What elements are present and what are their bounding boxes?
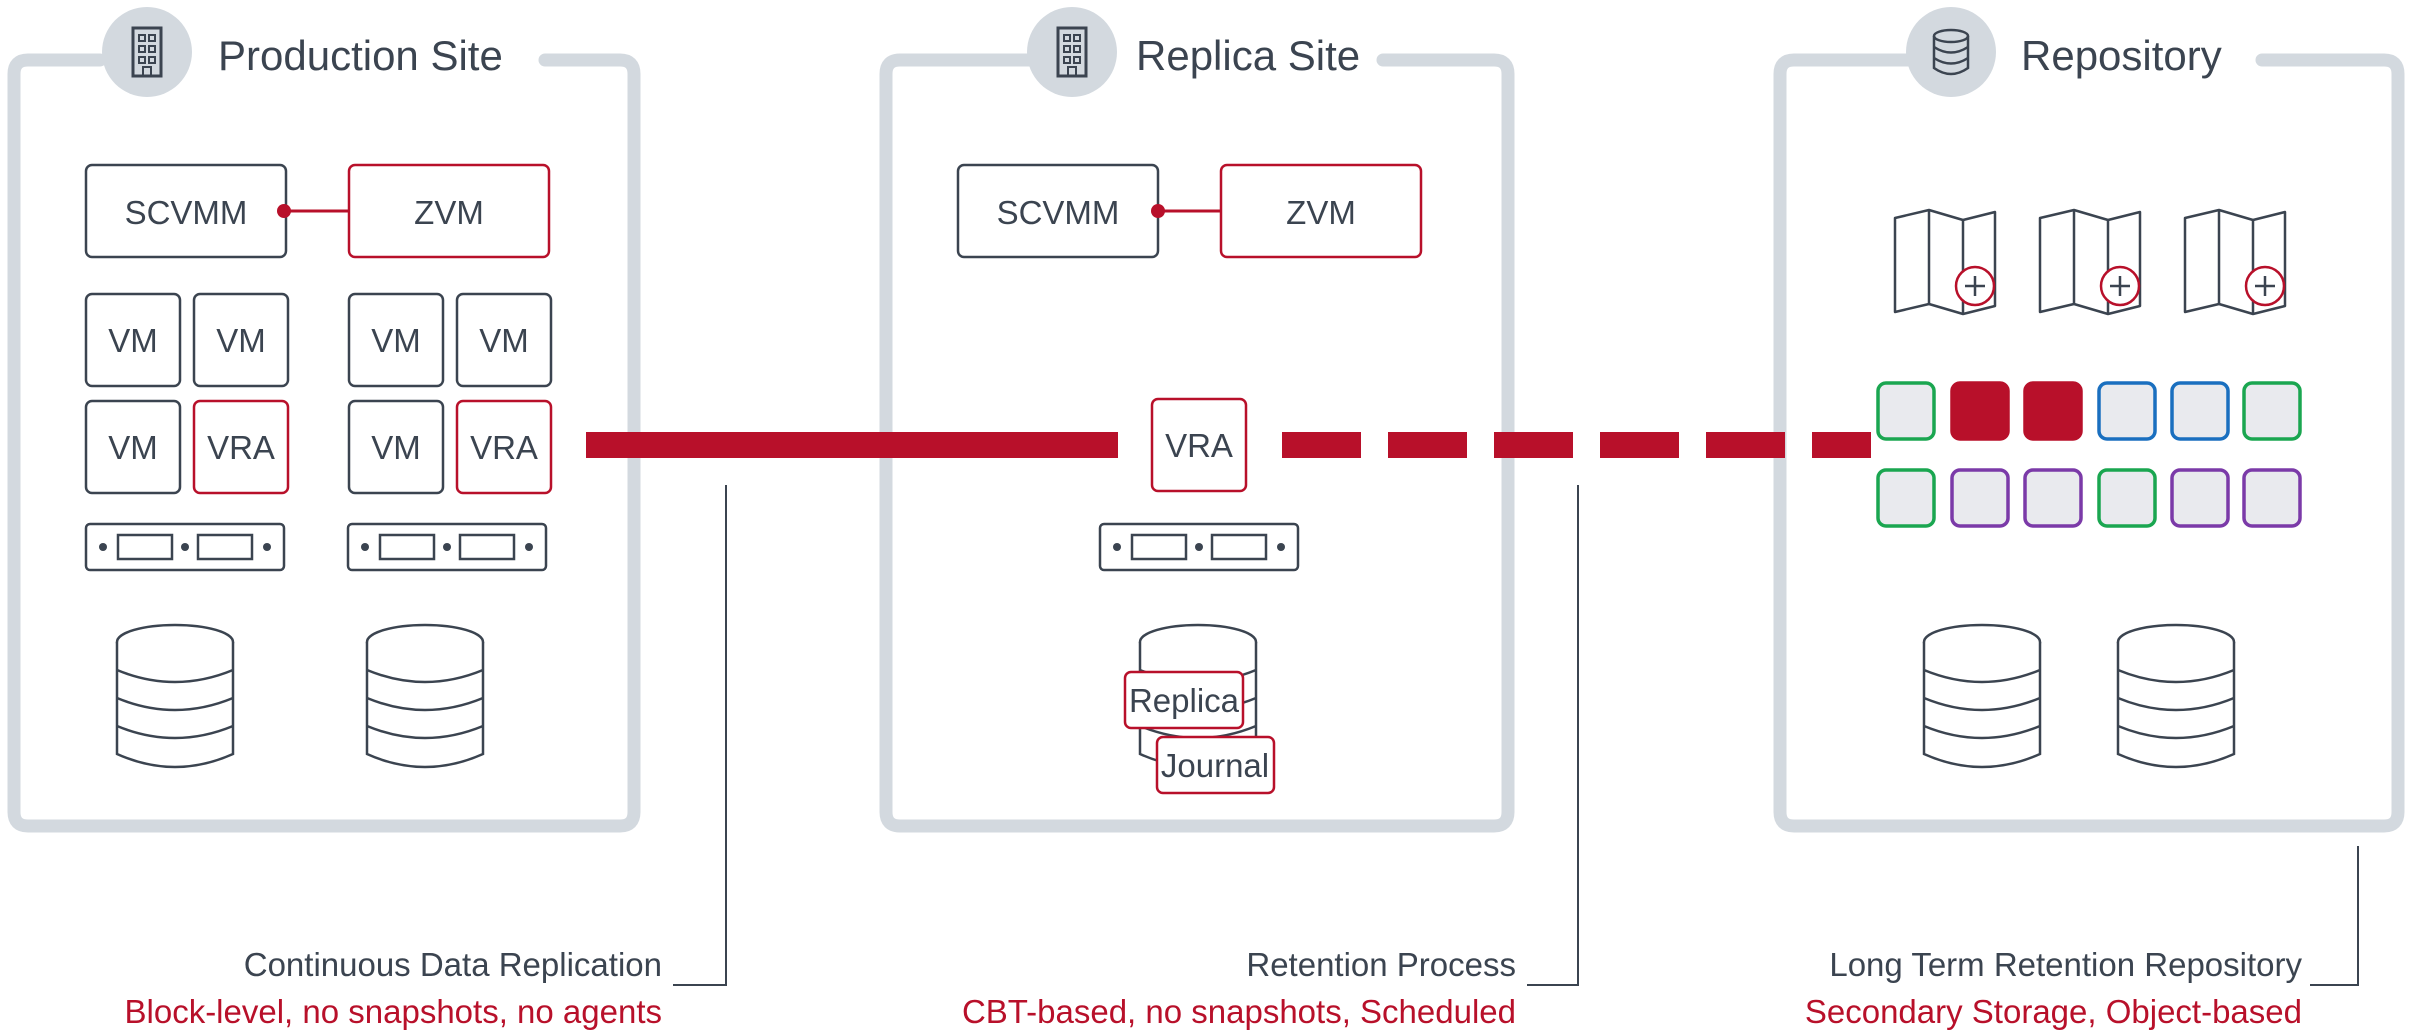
data-block [1950, 381, 2010, 441]
vm-label: VM [371, 322, 421, 359]
cdr-title: Continuous Data Replication [244, 946, 662, 983]
map-plus-icon [2038, 208, 2142, 316]
vra-box [192, 399, 290, 495]
zvm-label: ZVM [414, 194, 484, 231]
journal-tag [1155, 735, 1276, 795]
connector-dot [277, 204, 291, 218]
repository-frame [1773, 53, 2405, 833]
building-icon [1027, 7, 1117, 97]
data-block [1876, 468, 1936, 528]
retention-leader-line [1527, 485, 1579, 986]
data-block [2170, 381, 2230, 441]
building-icon [102, 7, 192, 97]
cdr-subtitle: Block-level, no snapshots, no agents [125, 993, 663, 1030]
cdr-leader-line [673, 485, 727, 986]
data-block [1876, 381, 1936, 441]
vm-label: VM [479, 322, 529, 359]
vm-box [84, 399, 182, 495]
replica-site-title: Replica Site [1136, 32, 1360, 79]
data-block [2097, 381, 2157, 441]
storage-icon [365, 623, 485, 769]
storage-icon [2116, 623, 2236, 769]
data-block [2097, 468, 2157, 528]
zvm-box [347, 163, 551, 259]
vra-box [455, 399, 553, 495]
storage-icon [115, 623, 235, 769]
vm-box [192, 292, 290, 388]
production-site-title: Production Site [218, 32, 503, 79]
vm-label: VM [108, 429, 158, 466]
retention-dashed-line [1282, 432, 1871, 458]
data-block [1950, 468, 2010, 528]
vra-label: VRA [207, 429, 275, 466]
ltr-leader-line [2310, 846, 2359, 986]
connector-dot [1151, 204, 1165, 218]
zvm-label: ZVM [1286, 194, 1356, 231]
zvm-box [1219, 163, 1423, 259]
data-block [2170, 468, 2230, 528]
retention-subtitle: CBT-based, no snapshots, Scheduled [962, 993, 1516, 1030]
vm-box [347, 399, 445, 495]
replica-tag [1123, 670, 1245, 730]
storage-icon [1922, 623, 2042, 769]
map-plus-icon [1893, 208, 1997, 316]
database-icon [1906, 7, 1996, 97]
vm-label: VM [371, 429, 421, 466]
scvmm-label: SCVMM [125, 194, 248, 231]
data-block [2023, 381, 2083, 441]
journal-tag-label: Journal [1161, 747, 1269, 784]
ltr-subtitle: Secondary Storage, Object-based [1805, 993, 2302, 1030]
ltr-title: Long Term Retention Repository [1829, 946, 2302, 983]
production-site-frame [7, 53, 641, 833]
vra-box [1150, 397, 1248, 493]
vm-label: VM [216, 322, 266, 359]
vm-box [455, 292, 553, 388]
server-rack-icon [346, 522, 548, 572]
data-block [2023, 468, 2083, 528]
data-block [2242, 468, 2302, 528]
replica-tag-label: Replica [1129, 682, 1240, 719]
vm-label: VM [108, 322, 158, 359]
data-block [2242, 381, 2302, 441]
scvmm-label: SCVMM [997, 194, 1120, 231]
continuous-replication-line [586, 432, 1118, 458]
map-plus-icon [2183, 208, 2287, 316]
vm-box [84, 292, 182, 388]
vm-box [347, 292, 445, 388]
server-rack-icon [84, 522, 286, 572]
vra-label: VRA [470, 429, 538, 466]
replica-site-frame [879, 53, 1515, 833]
server-rack-icon [1098, 522, 1300, 572]
retention-title: Retention Process [1246, 946, 1516, 983]
vra-label: VRA [1165, 427, 1233, 464]
repository-title: Repository [2021, 32, 2222, 79]
